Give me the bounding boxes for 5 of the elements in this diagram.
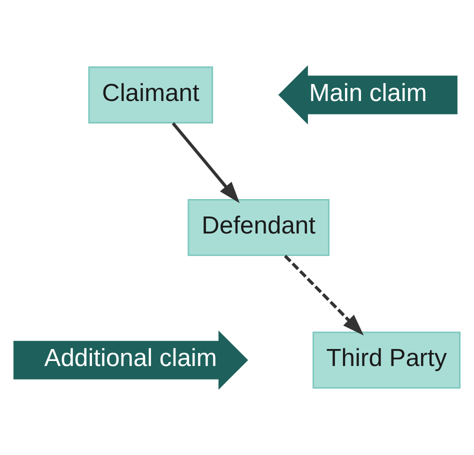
node-box: Third Party	[312, 332, 461, 389]
arrow	[284, 254, 364, 336]
arrow	[172, 122, 240, 204]
node-box: Claimant	[88, 66, 214, 124]
node-box: Defendant	[188, 198, 330, 256]
